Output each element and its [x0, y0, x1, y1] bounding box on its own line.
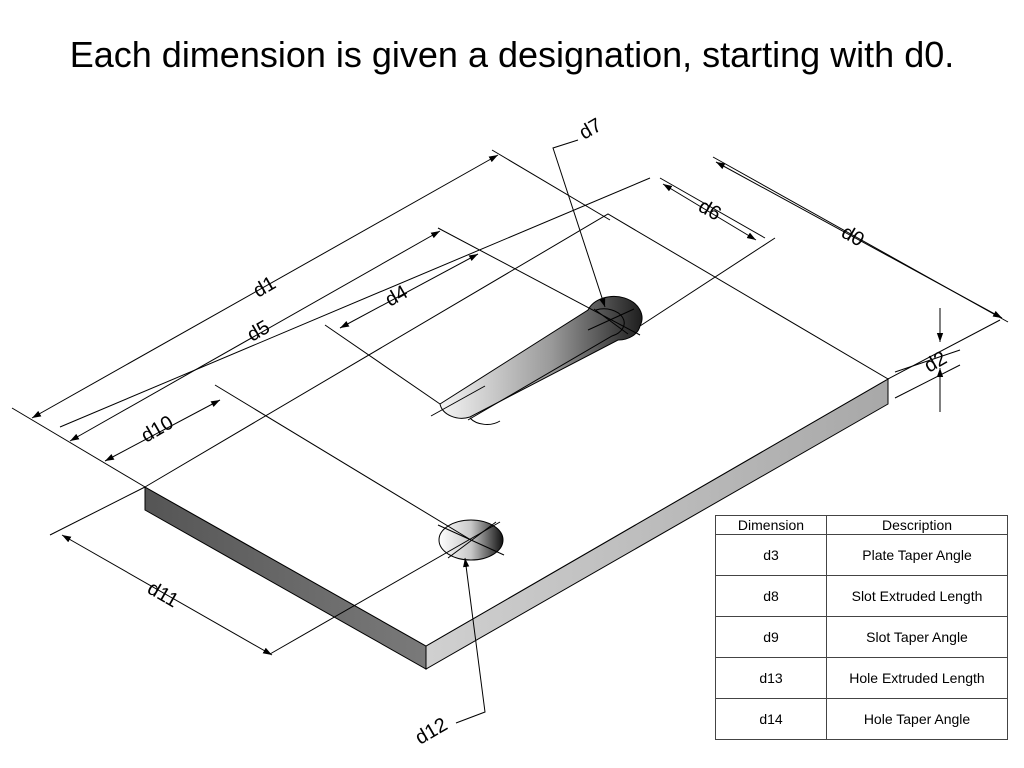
dim-d11-line: [61, 534, 273, 656]
plate: [144, 213, 889, 670]
label-d11: d11: [144, 577, 183, 612]
label-d0: d0: [838, 221, 868, 251]
label-d4: d4: [382, 281, 412, 311]
cell-dimension: d13: [715, 657, 827, 699]
dimension-table: Dimension Description d3 Plate Taper Ang…: [715, 515, 1008, 740]
table-row: d14 Hole Taper Angle: [715, 698, 1008, 740]
dimension-lines: [31, 139, 1003, 724]
cell-description: Plate Taper Angle: [826, 534, 1008, 576]
label-d12: d12: [412, 714, 452, 750]
label-d2: d2: [921, 347, 951, 377]
col-header-description: Description: [826, 515, 1008, 535]
slot-outline: [467, 308, 625, 425]
cell-dimension: d3: [715, 534, 827, 576]
table-row: d8 Slot Extruded Length: [715, 575, 1008, 617]
dim-d10-line: [104, 399, 221, 462]
table-row: d3 Plate Taper Angle: [715, 534, 1008, 576]
table-header-row: Dimension Description: [715, 515, 1008, 535]
label-d10: d10: [138, 412, 178, 448]
table-row: d9 Slot Taper Angle: [715, 616, 1008, 658]
cell-description: Hole Extruded Length: [826, 657, 1008, 699]
label-d7: d7: [576, 114, 606, 144]
dim-d7-leader: [552, 139, 606, 308]
slide-title: Each dimension is given a designation, s…: [69, 34, 955, 75]
label-d1: d1: [250, 272, 280, 302]
dim-d12-leader: [455, 557, 486, 724]
dim-d0-line: [715, 161, 1003, 319]
col-header-dimension: Dimension: [715, 515, 827, 535]
cell-dimension: d9: [715, 616, 827, 658]
cell-description: Slot Taper Angle: [826, 616, 1008, 658]
cell-description: Hole Taper Angle: [826, 698, 1008, 740]
dim-d4-line: [339, 253, 479, 329]
cell-dimension: d8: [715, 575, 827, 617]
cell-description: Slot Extruded Length: [826, 575, 1008, 617]
cell-dimension: d14: [715, 698, 827, 740]
table-row: d13 Hole Extruded Length: [715, 657, 1008, 699]
label-d5: d5: [244, 316, 274, 346]
